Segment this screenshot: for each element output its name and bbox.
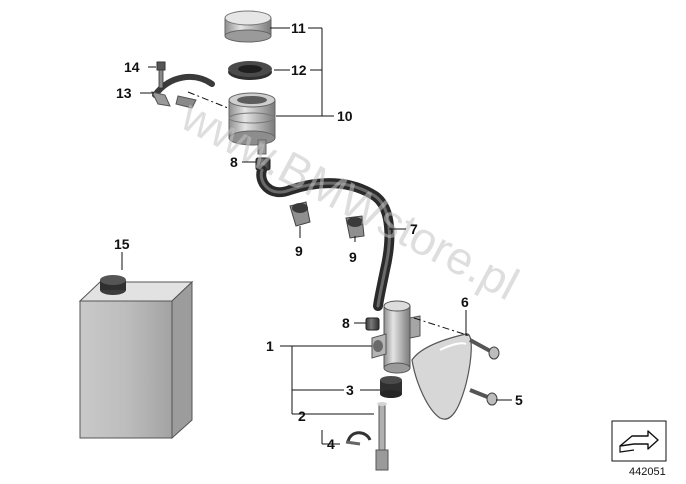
bracket-screw (156, 61, 166, 89)
mounting-screw-upper (469, 338, 500, 360)
brake-master-cylinder (371, 300, 421, 374)
callout-11: 11 (291, 20, 306, 36)
arrow-right-icon (611, 420, 667, 462)
brake-hose (256, 165, 395, 311)
hose-holder-right (345, 215, 365, 239)
dust-boot (380, 376, 402, 398)
callout-10: 10 (337, 108, 353, 124)
callout-3: 3 (346, 382, 354, 398)
callout-labels: 11 12 10 14 13 8 9 9 7 15 6 8 1 3 5 2 4 (114, 20, 523, 452)
diagram-reference-number: 442051 (629, 466, 666, 478)
callout-6: 6 (461, 294, 469, 310)
hose-holder-left (289, 201, 311, 227)
callout-7: 7 (410, 221, 418, 237)
mounting-screw-lower (469, 388, 498, 406)
callout-8-lower: 8 (342, 315, 350, 331)
leader-lines (121, 27, 512, 445)
callout-2: 2 (298, 408, 306, 424)
brake-fluid-container (78, 275, 194, 440)
hose-clamp-lower (365, 317, 380, 331)
reservoir-cap (224, 10, 272, 43)
retaining-clip (345, 431, 372, 446)
callout-15: 15 (114, 236, 130, 252)
callout-13: 13 (116, 85, 132, 101)
callout-14: 14 (124, 59, 140, 75)
fluid-reservoir (228, 92, 276, 155)
callout-5: 5 (515, 392, 523, 408)
callout-12: 12 (291, 62, 307, 78)
push-rod (375, 402, 389, 471)
diaphragm-seal (228, 61, 272, 80)
reservoir-bracket (151, 74, 215, 109)
callout-4: 4 (327, 436, 335, 452)
callout-9-left: 9 (295, 243, 303, 259)
callout-1: 1 (266, 338, 274, 354)
heel-guard-plate (411, 333, 472, 420)
callout-8-upper: 8 (230, 154, 238, 170)
callout-9-right: 9 (349, 249, 357, 265)
